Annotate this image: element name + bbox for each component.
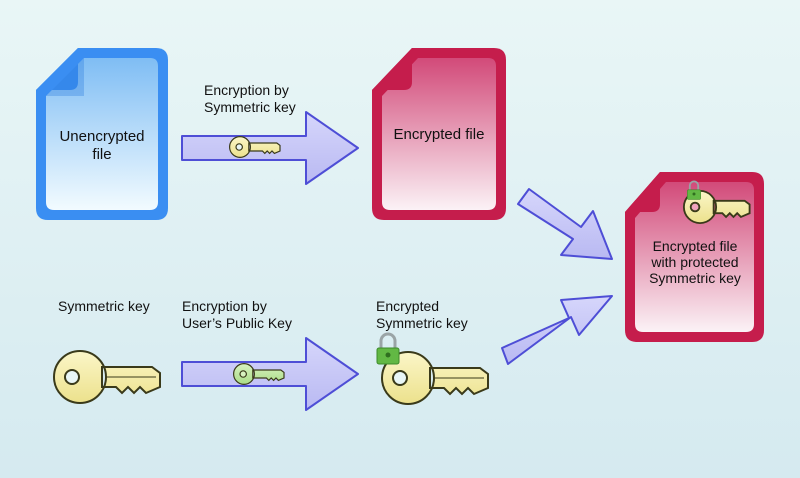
encrypted-file-label: Encrypted file (393, 126, 485, 143)
arrow-diagonal-down-icon (517, 188, 613, 260)
key-icon (229, 135, 281, 159)
encrypted-document-icon (372, 48, 506, 220)
padlock-icon (687, 180, 701, 200)
arrow-diagonal-up-icon (501, 295, 613, 365)
unencrypted-document-icon (36, 48, 168, 220)
key-icon (233, 362, 285, 386)
padlock-icon (376, 332, 400, 365)
symmetric-key-icon (53, 349, 161, 405)
symmetric-key-label: Symmetric key (58, 298, 150, 314)
